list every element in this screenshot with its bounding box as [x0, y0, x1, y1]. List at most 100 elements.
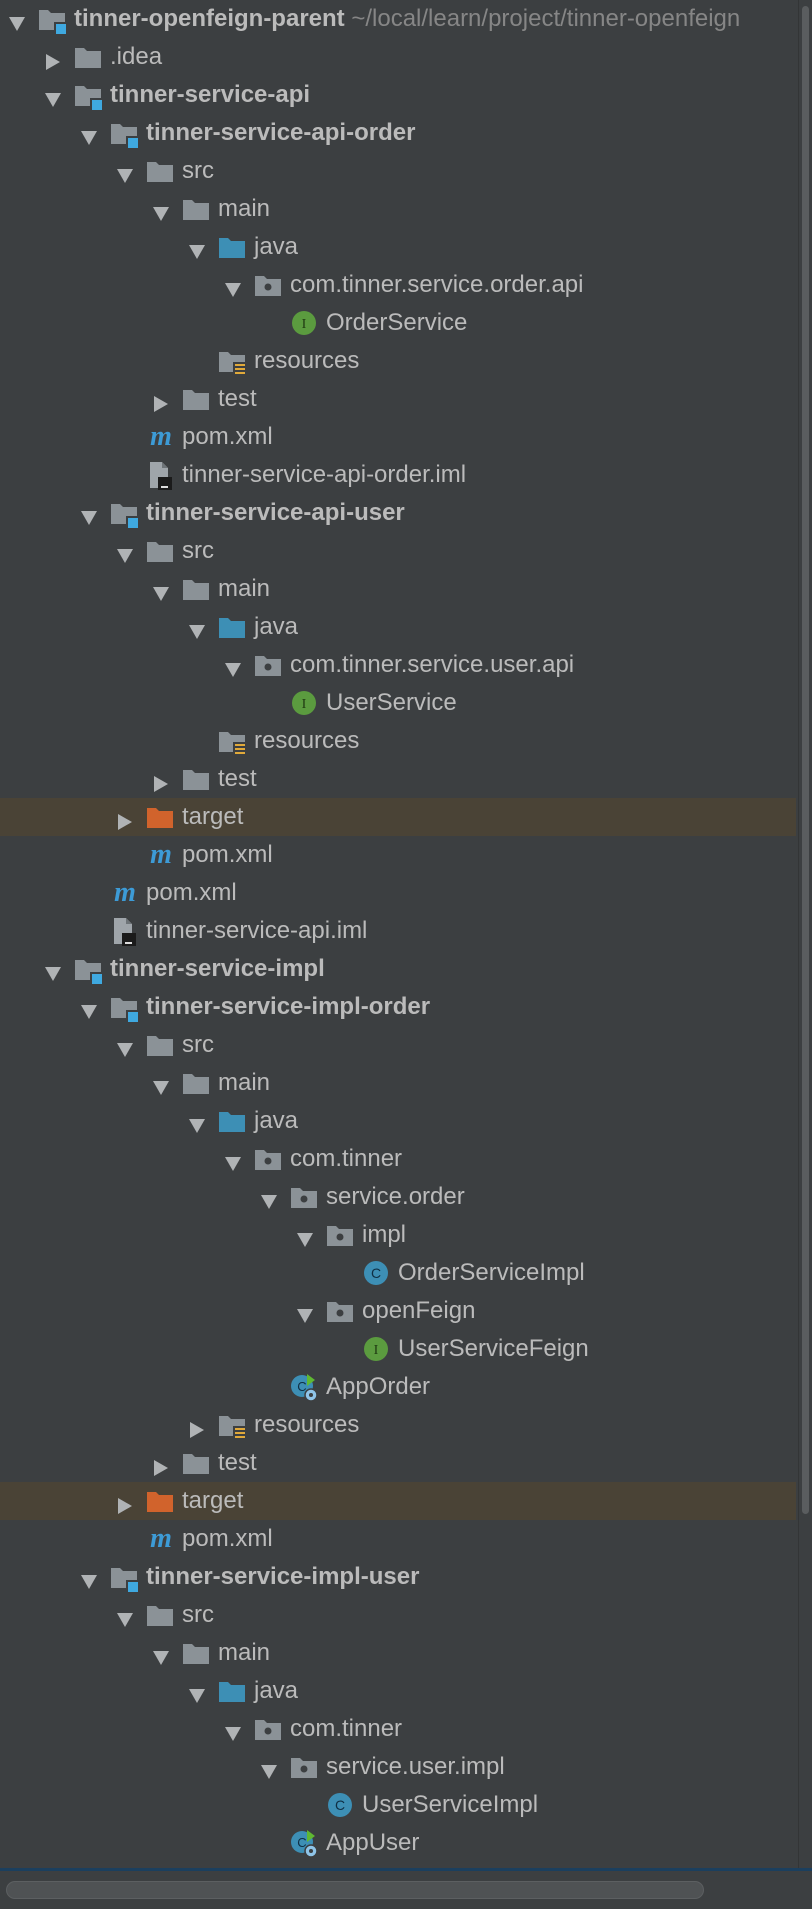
collapse-arrow-icon[interactable] [44, 49, 62, 70]
tree-row-tinner-service-api-order-iml[interactable]: tinner-service-api-order.iml [0, 456, 796, 494]
expand-arrow-icon[interactable] [116, 543, 134, 563]
expand-arrow-icon[interactable] [152, 201, 170, 221]
horizontal-scrollbar[interactable] [0, 1868, 812, 1909]
tree-row-tinner-service-api-iml[interactable]: tinner-service-api.iml [0, 912, 796, 950]
expand-arrow-icon[interactable] [44, 87, 62, 107]
tree-row-java[interactable]: java [0, 228, 796, 266]
tree-item-label: tinner-service-impl-user [146, 1563, 420, 1590]
tree-item-label: target [182, 1487, 244, 1514]
tree-row-com-tinner[interactable]: com.tinner [0, 1140, 796, 1178]
expand-arrow-icon[interactable] [188, 1683, 206, 1703]
package-icon [326, 1220, 354, 1250]
tree-item-label: tinner-openfeign-parent ~/local/learn/pr… [74, 5, 741, 32]
expand-arrow-icon[interactable] [44, 961, 62, 981]
expand-arrow-icon[interactable] [8, 11, 26, 31]
expand-arrow-icon[interactable] [116, 1037, 134, 1057]
expand-arrow-icon[interactable] [152, 581, 170, 601]
tree-row-com-tinner[interactable]: com.tinner [0, 1710, 796, 1748]
collapse-arrow-icon[interactable] [188, 1417, 206, 1438]
tree-row-test[interactable]: test [0, 380, 796, 418]
expand-arrow-icon[interactable] [224, 657, 242, 677]
expand-arrow-icon[interactable] [296, 1303, 314, 1323]
tree-row-impl[interactable]: impl [0, 1216, 796, 1254]
tree-row-java[interactable]: java [0, 1672, 796, 1710]
expand-arrow-icon[interactable] [152, 1645, 170, 1665]
expand-arrow-icon[interactable] [80, 999, 98, 1019]
collapse-arrow-icon[interactable] [152, 771, 170, 792]
tree-row-service-order[interactable]: service.order [0, 1178, 796, 1216]
tree-row-target[interactable]: target [0, 798, 796, 836]
tree-row-tinner-service-impl[interactable]: tinner-service-impl [0, 950, 796, 988]
expand-arrow-icon[interactable] [116, 1607, 134, 1627]
vertical-scrollbar-thumb[interactable] [802, 6, 809, 1514]
package-icon [326, 1296, 354, 1326]
folder-icon [182, 764, 210, 794]
tree-row-tinner-service-api[interactable]: tinner-service-api [0, 76, 796, 114]
horizontal-scrollbar-thumb[interactable] [6, 1881, 704, 1899]
expand-arrow-icon[interactable] [224, 1151, 242, 1171]
tree-row-tinner-service-impl-order[interactable]: tinner-service-impl-order [0, 988, 796, 1026]
module-icon [38, 4, 66, 34]
expand-arrow-icon[interactable] [224, 1721, 242, 1741]
package-icon [254, 270, 282, 300]
expand-arrow-icon[interactable] [296, 1227, 314, 1247]
expand-arrow-icon[interactable] [116, 163, 134, 183]
tree-row-java[interactable]: java [0, 608, 796, 646]
tree-row-src[interactable]: src [0, 1026, 796, 1064]
expand-arrow-icon[interactable] [188, 239, 206, 259]
tree-row-src[interactable]: src [0, 532, 796, 570]
tree-row-com-tinner-service-user-api[interactable]: com.tinner.service.user.api [0, 646, 796, 684]
collapse-arrow-icon[interactable] [152, 391, 170, 412]
expand-arrow-icon[interactable] [188, 619, 206, 639]
expand-arrow-icon[interactable] [152, 1075, 170, 1095]
project-tree[interactable]: tinner-openfeign-parent ~/local/learn/pr… [0, 0, 796, 1862]
tree-row-idea[interactable]: .idea [0, 38, 796, 76]
tree-row-tinner-service-api-order[interactable]: tinner-service-api-order [0, 114, 796, 152]
tree-row-test[interactable]: test [0, 1444, 796, 1482]
expand-arrow-icon[interactable] [224, 277, 242, 297]
tree-row-tinner-openfeign-parent[interactable]: tinner-openfeign-parent ~/local/learn/pr… [0, 0, 796, 38]
tree-row-tinner-service-api-user[interactable]: tinner-service-api-user [0, 494, 796, 532]
tree-row-src[interactable]: src [0, 152, 796, 190]
tree-row-src[interactable]: src [0, 1596, 796, 1634]
package-icon [254, 1144, 282, 1174]
collapse-arrow-icon[interactable] [116, 809, 134, 830]
expand-arrow-icon[interactable] [80, 1569, 98, 1589]
collapse-arrow-icon[interactable] [152, 1455, 170, 1476]
expand-arrow-icon[interactable] [188, 1113, 206, 1133]
tree-row-resources[interactable]: resources [0, 722, 796, 760]
vertical-scrollbar[interactable] [798, 0, 812, 1868]
tree-row-openfeign[interactable]: openFeign [0, 1292, 796, 1330]
expand-arrow-icon[interactable] [80, 125, 98, 145]
tree-row-tinner-service-impl-user[interactable]: tinner-service-impl-user [0, 1558, 796, 1596]
tree-row-resources[interactable]: resources [0, 1406, 796, 1444]
tree-row-main[interactable]: main [0, 1634, 796, 1672]
tree-row-main[interactable]: main [0, 1064, 796, 1102]
tree-row-main[interactable]: main [0, 190, 796, 228]
folder-icon [182, 194, 210, 224]
tree-row-com-tinner-service-order-api[interactable]: com.tinner.service.order.api [0, 266, 796, 304]
collapse-arrow-icon[interactable] [116, 1493, 134, 1514]
expand-arrow-icon[interactable] [80, 505, 98, 525]
tree-row-java[interactable]: java [0, 1102, 796, 1140]
class-icon: C [326, 1790, 354, 1820]
tree-row-main[interactable]: main [0, 570, 796, 608]
expand-arrow-icon[interactable] [260, 1189, 278, 1209]
tree-row-target[interactable]: target [0, 1482, 796, 1520]
tree-row-resources[interactable]: resources [0, 342, 796, 380]
expand-arrow-icon[interactable] [260, 1759, 278, 1779]
tree-row-service-user-impl[interactable]: service.user.impl [0, 1748, 796, 1786]
module-icon [110, 992, 138, 1022]
tree-row-test[interactable]: test [0, 760, 796, 798]
